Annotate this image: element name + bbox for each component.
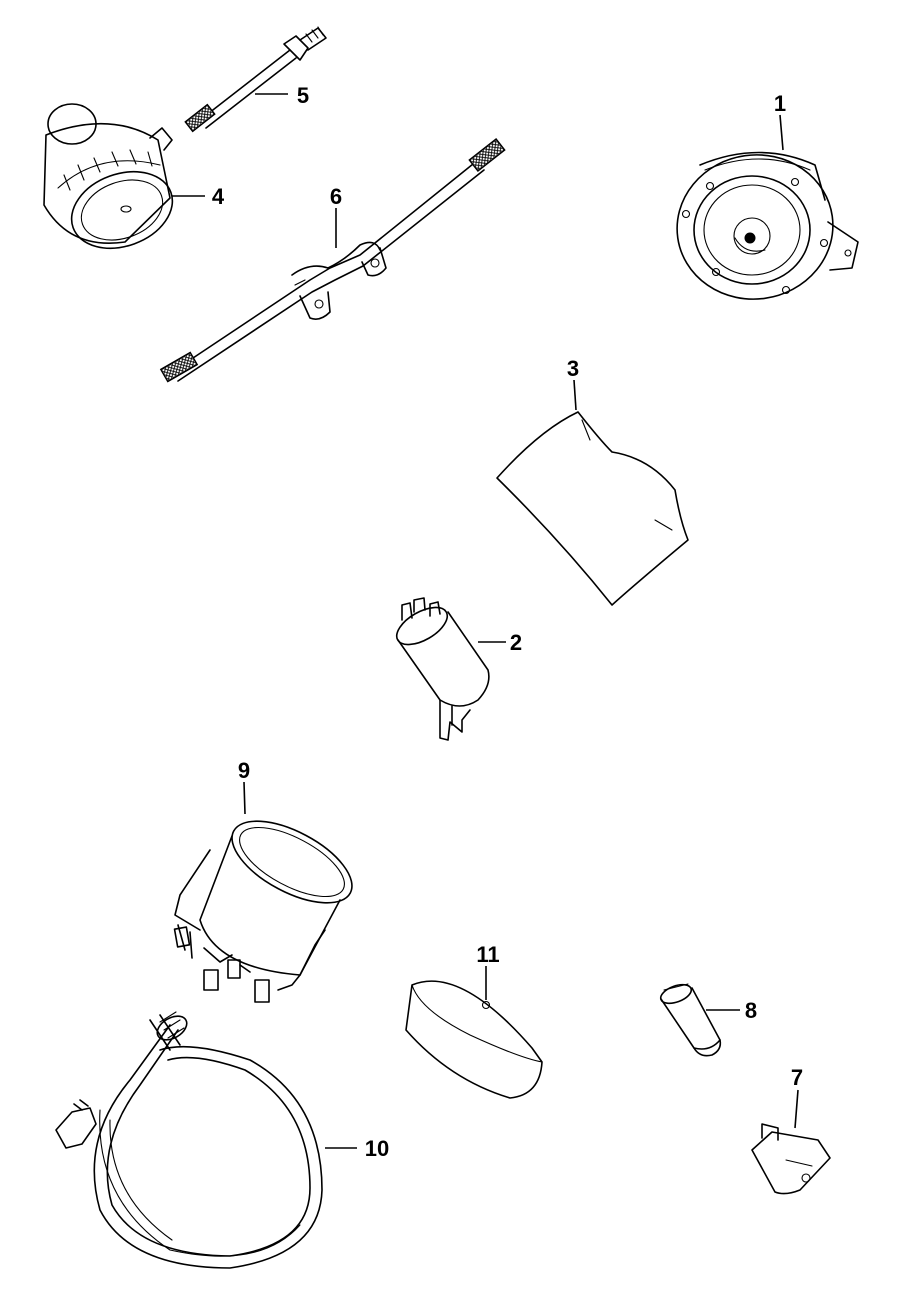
callout-2: 2	[510, 630, 522, 655]
ring-part-11	[405, 980, 543, 1099]
leader-lines	[172, 93, 799, 1149]
flasher-relay-part-2	[395, 597, 490, 741]
switch-part-7	[751, 1123, 831, 1195]
callout-9: 9	[238, 758, 250, 783]
leader-line-3	[573, 379, 577, 411]
callout-3: 3	[567, 356, 579, 381]
callout-11: 11	[476, 942, 499, 967]
bulb-part-8	[659, 983, 722, 1057]
wire-harness-part-6	[159, 138, 506, 383]
speedometer-part-9	[173, 820, 353, 1003]
callout-5: 5	[297, 83, 309, 108]
callout-8: 8	[745, 998, 757, 1023]
callout-7: 7	[791, 1065, 803, 1090]
callout-10: 10	[365, 1136, 389, 1161]
callout-4: 4	[212, 184, 225, 209]
horn-small-part-4	[43, 103, 174, 250]
horn-part-1	[676, 151, 859, 300]
leader-line-1	[779, 114, 784, 151]
speedometer-cable-part-10	[55, 1011, 323, 1269]
leader-line-7	[794, 1089, 799, 1129]
callout-6: 6	[330, 184, 342, 209]
protective-sleeve-part-3	[496, 411, 689, 606]
wire-short-part-5	[184, 26, 327, 133]
callout-labels: 1 2 3 4 5 6 7 8 9 10 11	[212, 83, 803, 1161]
leader-line-9	[243, 781, 246, 815]
callout-1: 1	[774, 91, 786, 116]
